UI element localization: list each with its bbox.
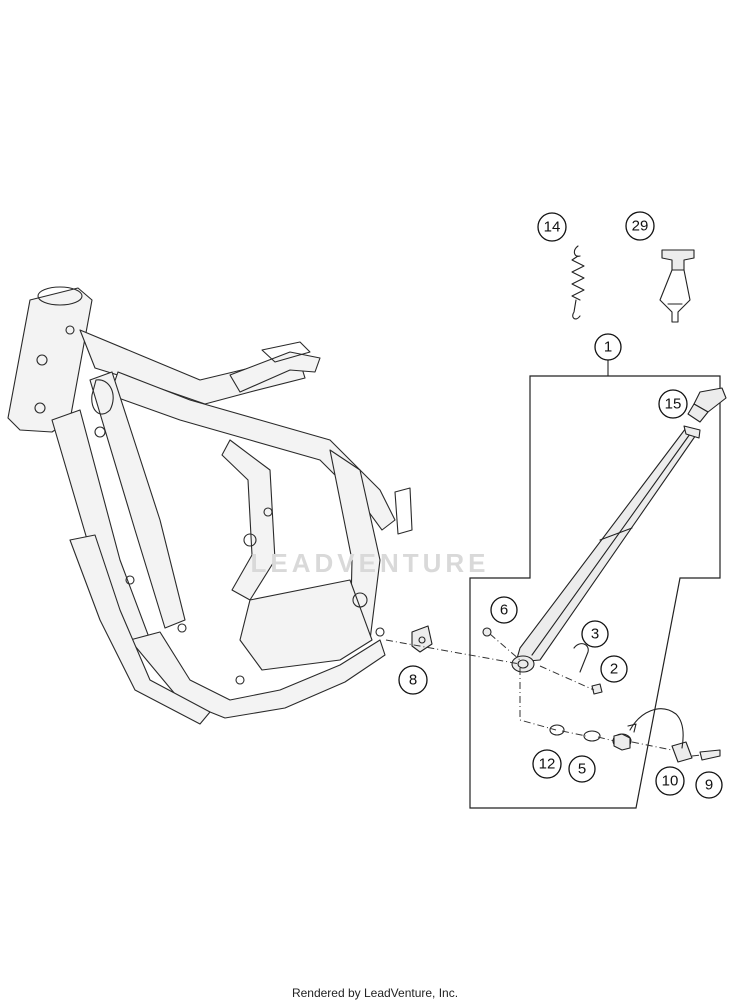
callout-2-label: 2 — [610, 661, 618, 678]
callout-5-label: 5 — [578, 761, 586, 778]
callout-1-label: 1 — [604, 339, 612, 356]
callout-29-label: 29 — [632, 218, 649, 235]
callout-8: 8 — [398, 665, 428, 695]
footer-credit: Rendered by LeadVenture, Inc. — [291, 986, 459, 1000]
callout-15-label: 15 — [665, 396, 682, 413]
callout-3: 3 — [581, 620, 609, 648]
callout-29: 29 — [625, 211, 655, 241]
callout-10: 10 — [655, 766, 685, 796]
assembly-lines — [385, 633, 703, 757]
callout-14-label: 14 — [544, 219, 561, 236]
callout-15: 15 — [658, 389, 688, 419]
washers-and-bushings — [549, 708, 721, 763]
callout-9: 9 — [695, 771, 723, 799]
side-stand-group-border — [469, 375, 721, 809]
rubber-foot — [687, 387, 727, 423]
callout-9-label: 9 — [705, 777, 713, 794]
spring — [571, 245, 585, 320]
callout-6-label: 6 — [500, 602, 508, 619]
callout-8-label: 8 — [409, 672, 417, 689]
callout-3-label: 3 — [591, 626, 599, 643]
side-stand — [511, 425, 701, 673]
callout-5: 5 — [568, 755, 596, 783]
callout-12: 12 — [532, 749, 562, 779]
callout-12-label: 12 — [539, 756, 556, 773]
callout-2: 2 — [600, 655, 628, 683]
callout-6: 6 — [490, 596, 518, 624]
callout-1: 1 — [594, 333, 622, 361]
small-hardware — [482, 627, 603, 695]
watermark: LEADVENTURE — [250, 548, 490, 578]
tool — [659, 249, 695, 323]
callout-10-label: 10 — [662, 773, 679, 790]
callout-14: 14 — [537, 212, 567, 242]
frame-illustration — [7, 286, 413, 725]
